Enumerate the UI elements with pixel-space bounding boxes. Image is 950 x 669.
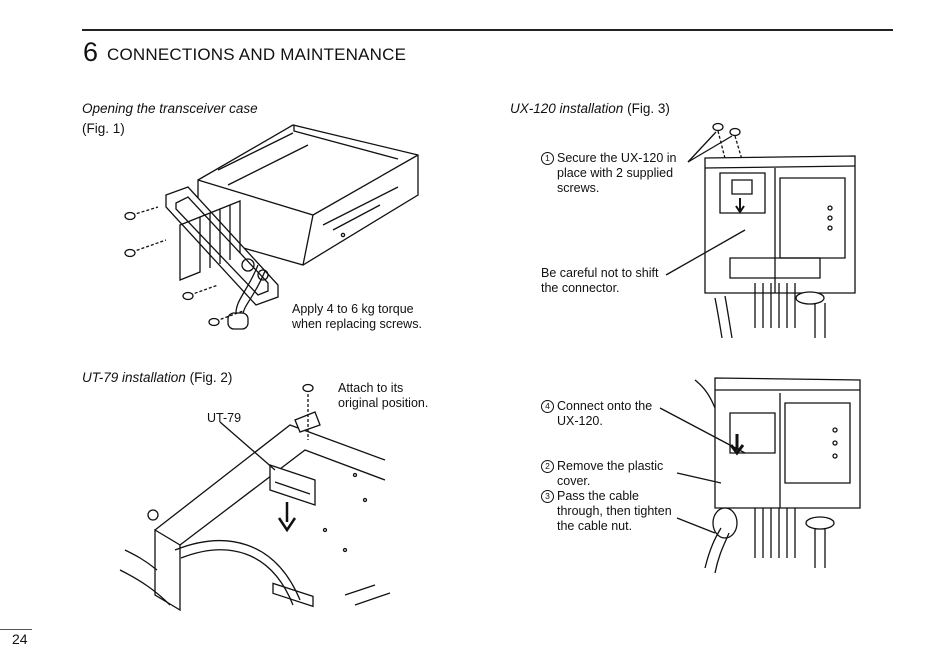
- step4-text: Connect onto the UX-120.: [557, 399, 653, 428]
- fig2-note-line1: Attach to its: [338, 381, 404, 395]
- step3-text: Pass the cable through, then tighten the…: [557, 489, 672, 533]
- fig3-step1: 1 Secure the UX-120 in place with 2 supp…: [541, 151, 691, 199]
- fig3-upper-illustration: [660, 118, 870, 338]
- chapter-title: CONNECTIONS AND MAINTENANCE: [107, 45, 407, 64]
- fig2-illustration: [115, 380, 405, 615]
- fig2-part-label: UT-79: [207, 411, 242, 425]
- fig1-note-line1: Apply 4 to 6 kg torque: [292, 302, 414, 316]
- page-number: 24: [12, 631, 28, 647]
- fig1-caption: Opening the transceiver case: [82, 101, 258, 117]
- top-rule: [82, 29, 893, 31]
- fig1-note-line2: when replacing screws.: [292, 317, 422, 331]
- fig1-caption-title: Opening the transceiver case: [82, 101, 258, 116]
- fig2-caption-ref: (Fig. 2): [189, 370, 233, 385]
- step2-text: Remove the plastic cover.: [557, 459, 664, 488]
- fig3-step3: 3 Pass the cable through, then tighten t…: [541, 489, 691, 537]
- step4-number: 4: [541, 400, 554, 413]
- fig3-caution: Be careful not to shift the connector.: [541, 266, 658, 296]
- fig3-lower-illustration: [655, 368, 870, 578]
- page-number-rule: [0, 629, 32, 630]
- fig2-caption-title: UT-79 installation: [82, 370, 186, 385]
- step3-number: 3: [541, 490, 554, 503]
- fig1-torque-note: Apply 4 to 6 kg torque when replacing sc…: [292, 302, 422, 332]
- fig3-step2: 2 Remove the plastic cover.: [541, 459, 691, 491]
- chapter-number: 6: [83, 37, 99, 67]
- fig3-caption: UX-120 installation (Fig. 3): [510, 101, 670, 117]
- fig2-caption: UT-79 installation (Fig. 2): [82, 370, 232, 386]
- fig3-caption-title: UX-120 installation: [510, 101, 624, 116]
- fig3-step4: 4 Connect onto the UX-120.: [541, 399, 691, 431]
- step1-number: 1: [541, 152, 554, 165]
- step2-number: 2: [541, 460, 554, 473]
- fig2-attach-note: Attach to its original position.: [338, 381, 428, 411]
- fig1-caption-ref: (Fig. 1): [82, 121, 125, 136]
- fig2-note-line2: original position.: [338, 396, 429, 410]
- step1-text: Secure the UX-120 in place with 2 suppli…: [557, 151, 677, 195]
- fig3-caption-ref: (Fig. 3): [627, 101, 670, 116]
- caution-line2: the connector.: [541, 281, 620, 295]
- fig1-illustration: [118, 115, 438, 340]
- caution-line1: Be careful not to shift: [541, 266, 659, 280]
